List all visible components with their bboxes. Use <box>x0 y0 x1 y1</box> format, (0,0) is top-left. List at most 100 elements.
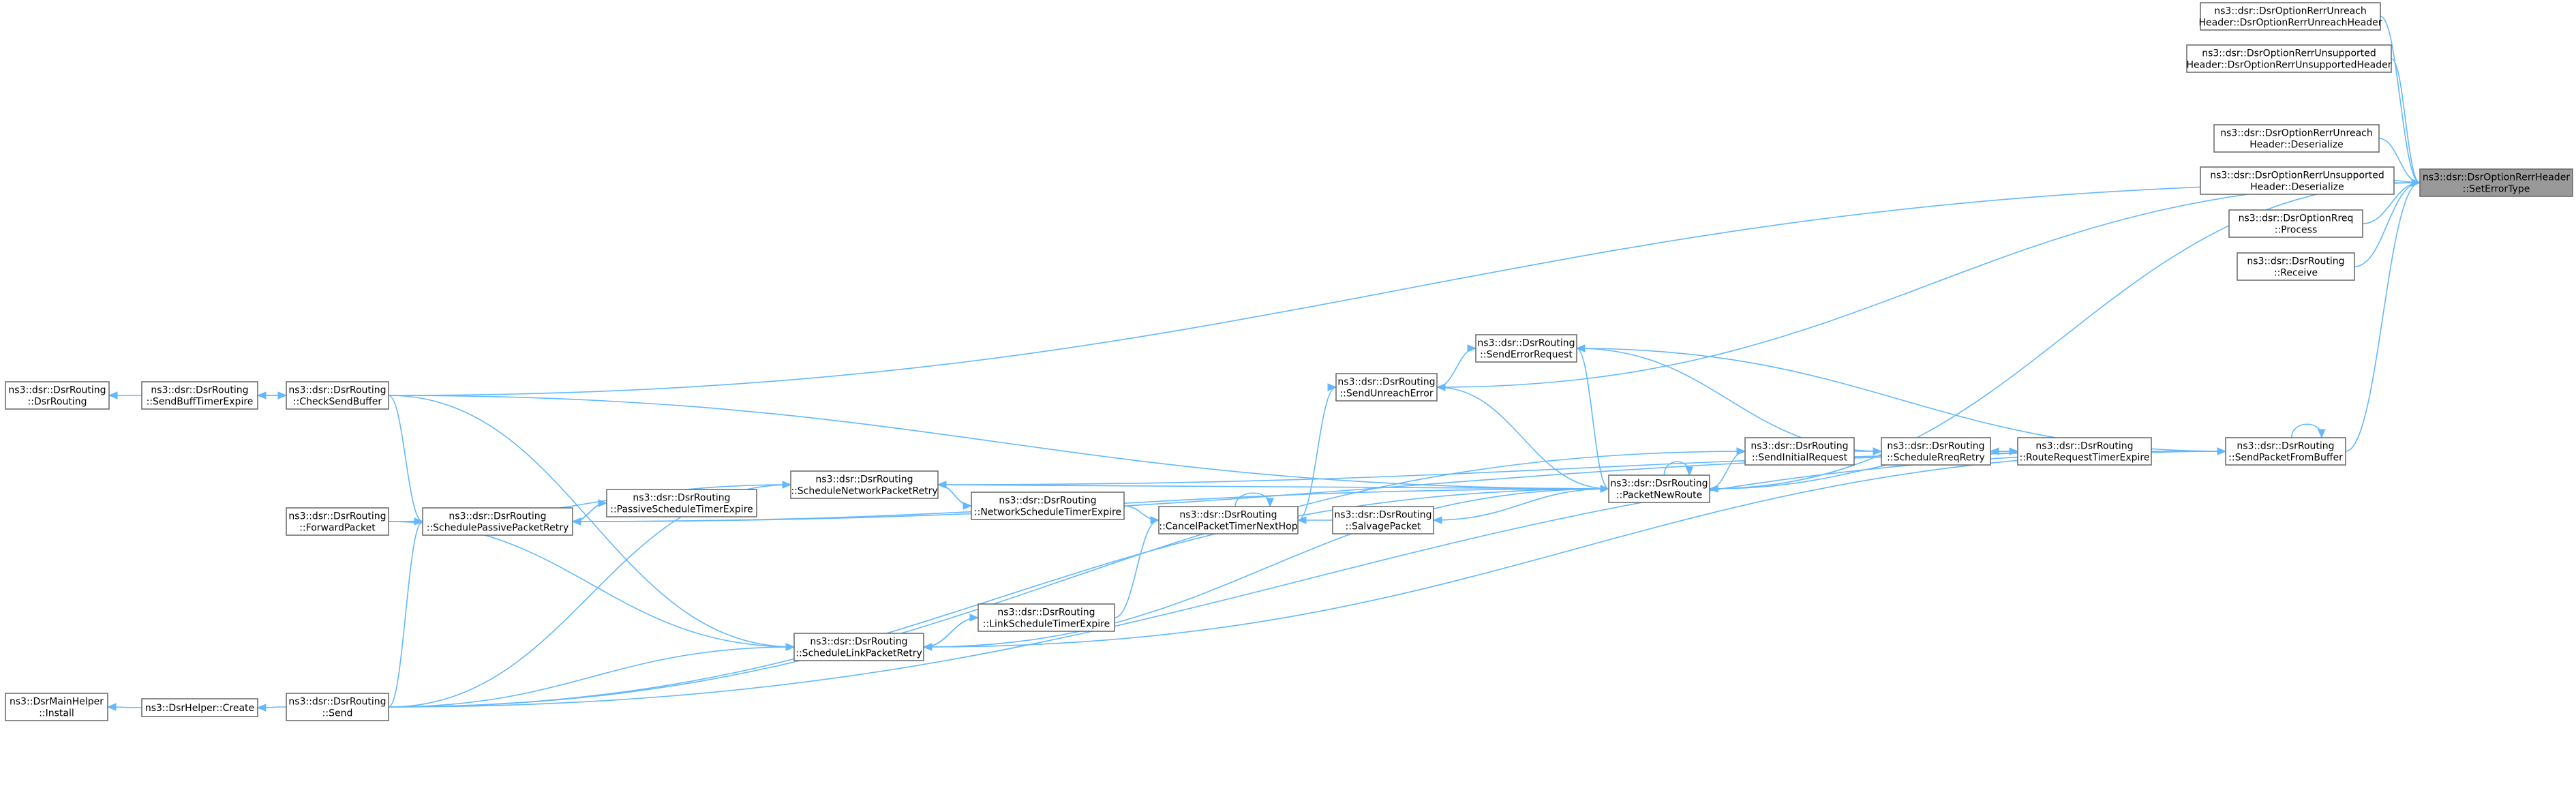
edge-line <box>923 451 2226 648</box>
edge-line <box>923 488 1609 648</box>
node-label-line: ::PassiveScheduleTimerExpire <box>610 504 753 515</box>
edge-link-schedule-timer-to-cancel-timer-next-hop <box>1114 516 1160 618</box>
edge-line <box>388 521 423 708</box>
node-label-line: ::LinkScheduleTimerExpire <box>983 619 1110 630</box>
node-network-schedule-timer[interactable]: ns3::dsr::DsrRouting::NetworkScheduleTim… <box>971 492 1125 520</box>
node-label-line: ::CancelPacketTimerNextHop <box>1159 522 1297 532</box>
node-packet-new-route[interactable]: ns3::dsr::DsrRouting::PacketNewRoute <box>1608 474 1710 503</box>
node-label-line: ::RouteRequestTimerExpire <box>2020 453 2150 464</box>
edges-layer <box>106 16 2421 712</box>
node-root[interactable]: ns3::dsr::DsrOptionRerrHeader::SetErrorT… <box>2419 168 2573 197</box>
node-box <box>2200 166 2395 195</box>
node-receive[interactable]: ns3::dsr::DsrRouting::Receive <box>2237 252 2355 281</box>
edge-line <box>388 521 795 648</box>
node-label-line: ::SchedulePassivePacketRetry <box>427 523 569 534</box>
node-label-line: ::SalvagePacket <box>1346 522 1421 532</box>
node-link-schedule-timer[interactable]: ns3::dsr::DsrRouting::LinkScheduleTimerE… <box>978 603 1115 632</box>
edge-send-to-packet-new-route <box>388 485 1610 708</box>
node-box <box>2017 437 2152 466</box>
node-label-line: ns3::dsr::DsrRouting <box>1751 441 1848 452</box>
node-label-line: Header::Deserialize <box>2250 182 2344 193</box>
node-box <box>606 489 757 517</box>
arrow-head <box>963 502 973 510</box>
edge-line <box>388 395 795 648</box>
node-send[interactable]: ns3::dsr::DsrRouting::Send <box>286 693 389 721</box>
node-label-line: ::SetErrorType <box>2463 184 2530 195</box>
arrow-head <box>1467 344 1477 352</box>
node-forward-packet[interactable]: ns3::dsr::DsrRouting::ForwardPacket <box>286 507 389 536</box>
edge-line <box>2380 16 2421 183</box>
arrow-head <box>571 517 581 526</box>
node-label-line: ::SendUnreachError <box>1339 389 1433 400</box>
node-label-line: ns3::dsr::DsrRouting <box>8 385 106 396</box>
node-unreach-deser[interactable]: ns3::dsr::DsrOptionRerrUnreachHeader::De… <box>2213 124 2380 153</box>
node-label-line: ns3::dsr::DsrRouting <box>288 511 386 522</box>
node-schedule-passive-retry[interactable]: ns3::dsr::DsrRouting::SchedulePassivePac… <box>422 507 573 536</box>
arrow-head <box>1150 516 1160 524</box>
edge-line <box>388 451 2226 708</box>
node-check-send-buffer[interactable]: ns3::dsr::DsrRouting::CheckSendBuffer <box>286 381 389 410</box>
node-send-unreach-error[interactable]: ns3::dsr::DsrRouting::SendUnreachError <box>1335 373 1438 402</box>
node-box <box>5 381 110 410</box>
node-label-line: ns3::dsr::DsrRouting <box>1887 441 1984 452</box>
edge-line <box>1234 492 1271 507</box>
node-label-line: ns3::dsr::DsrOptionRreq <box>2239 213 2354 224</box>
arrow-head <box>2217 447 2227 455</box>
node-label-line: ::Send <box>322 708 353 719</box>
node-box <box>2237 252 2355 281</box>
edge-line <box>1436 348 1476 388</box>
node-box <box>1158 506 1299 534</box>
node-label-line: ns3::dsr::DsrRouting <box>288 385 386 396</box>
edge-line <box>2291 423 2322 438</box>
node-send-initial-request[interactable]: ns3::dsr::DsrRouting::SendInitialRequest <box>1744 437 1855 466</box>
node-label-line: ns3::dsr::DsrRouting <box>1334 510 1431 521</box>
node-salvage-packet[interactable]: ns3::dsr::DsrRouting::SalvagePacket <box>1332 506 1434 534</box>
node-label-line: ns3::dsr::DsrRouting <box>2237 441 2334 452</box>
node-dsr-routing[interactable]: ns3::dsr::DsrRouting::DsrRouting <box>5 381 110 410</box>
node-box <box>2228 209 2363 238</box>
node-box <box>422 507 573 536</box>
node-label-line: ::DsrRouting <box>28 397 87 408</box>
node-label-line: ::Install <box>39 708 74 719</box>
node-rreq-process[interactable]: ns3::dsr::DsrOptionRreq::Process <box>2228 209 2363 238</box>
node-send-error-request[interactable]: ns3::dsr::DsrRouting::SendErrorRequest <box>1475 334 1577 363</box>
arrow-head <box>782 481 792 489</box>
node-cancel-timer-next-hop[interactable]: ns3::dsr::DsrRouting::CancelPacketTimerN… <box>1158 506 1299 534</box>
node-label-line: ns3::dsr::DsrRouting <box>449 511 546 522</box>
node-label-line: ::ScheduleNetworkPacketRetry <box>791 486 937 497</box>
node-label-line: ns3::dsr::DsrOptionRerrUnsupported <box>2202 48 2376 59</box>
arrow-head <box>1297 516 1307 524</box>
node-unsup-deser[interactable]: ns3::dsr::DsrOptionRerrUnsupportedHeader… <box>2200 166 2395 195</box>
node-box <box>1744 437 1855 466</box>
arrow-head <box>785 643 795 651</box>
edge-line <box>388 451 1746 708</box>
node-unsup-hdr[interactable]: ns3::dsr::DsrOptionRerrUnsupportedHeader… <box>2186 44 2392 73</box>
node-label-line: ns3::dsr::DsrRouting <box>997 607 1095 618</box>
node-route-request-timer[interactable]: ns3::dsr::DsrRouting::RouteRequestTimerE… <box>2017 437 2152 466</box>
node-main-helper-install[interactable]: ns3::DsrMainHelper::Install <box>5 693 108 721</box>
node-label-line: ns3::dsr::DsrRouting <box>1477 338 1575 349</box>
node-label-line: ns3::dsr::DsrRouting <box>288 697 386 708</box>
node-passive-schedule-timer[interactable]: ns3::dsr::DsrRouting::PassiveScheduleTim… <box>606 489 757 517</box>
arrow-head <box>1266 498 1274 508</box>
node-label-line: ns3::dsr::DsrRouting <box>1337 377 1435 388</box>
node-schedule-link-retry[interactable]: ns3::dsr::DsrRouting::ScheduleLinkPacket… <box>793 633 924 661</box>
node-send-packet-from-buffer[interactable]: ns3::dsr::DsrRouting::SendPacketFromBuff… <box>2225 437 2346 466</box>
edge-send-unreach-error-to-send-error-request <box>1436 344 1477 388</box>
node-box <box>2186 44 2392 73</box>
node-schedule-network-retry[interactable]: ns3::dsr::DsrRouting::ScheduleNetworkPac… <box>790 470 939 499</box>
node-schedule-rreq-retry[interactable]: ns3::dsr::DsrRouting::ScheduleRreqRetry <box>1881 437 1991 466</box>
node-label-line: ns3::DsrMainHelper <box>10 697 104 708</box>
edge-line <box>1576 348 1609 489</box>
node-helper-create[interactable]: ns3::DsrHelper::Create <box>141 698 258 717</box>
node-box <box>2200 2 2381 31</box>
node-send-buff-timer[interactable]: ns3::dsr::DsrRouting::SendBuffTimerExpir… <box>141 381 258 410</box>
nodes-layer: ns3::dsr::DsrOptionRerrHeader::SetErrorT… <box>5 2 2573 721</box>
arrow-head <box>922 643 933 651</box>
node-label-line: ::CheckSendBuffer <box>293 397 382 408</box>
arrow-head <box>277 391 288 400</box>
edge-line <box>388 395 1609 489</box>
edge-packet-new-route-to-packet-new-route <box>1663 461 1694 477</box>
node-unreach-hdr[interactable]: ns3::dsr::DsrOptionRerrUnreachHeader::Ds… <box>2198 2 2382 31</box>
